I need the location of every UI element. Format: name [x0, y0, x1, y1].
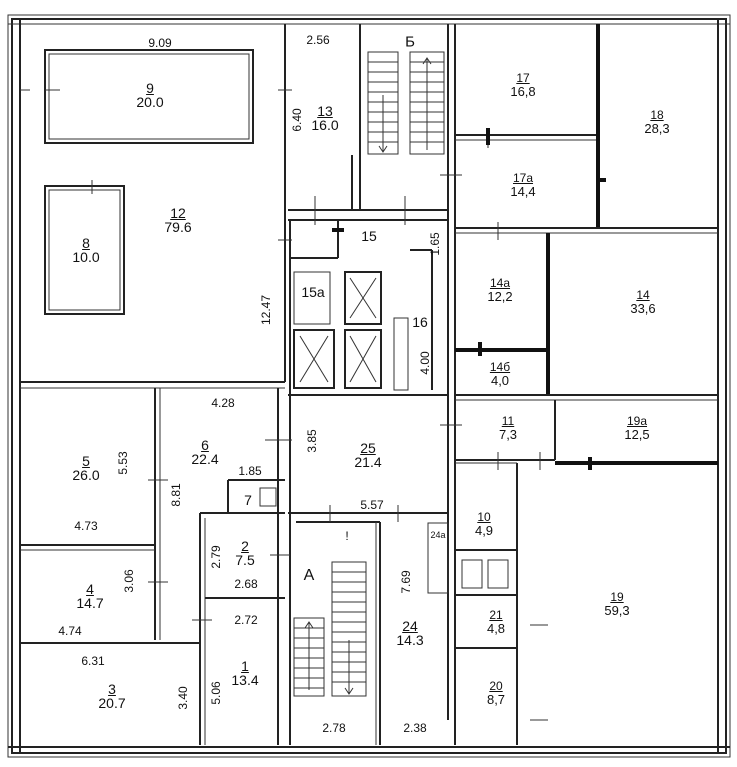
dim-2-68: 2.68 [234, 577, 258, 591]
dim-9-09: 9.09 [148, 36, 172, 50]
dim-4-73: 4.73 [74, 519, 98, 533]
dim-2-72: 2.72 [234, 613, 258, 627]
dim-2-38: 2.38 [403, 721, 427, 735]
dim-2-78: 2.78 [322, 721, 346, 735]
dim-5-57: 5.57 [360, 498, 384, 512]
door-marks [20, 89, 548, 721]
left-lower-walls [20, 387, 285, 745]
dim-1-85: 1.85 [238, 464, 262, 478]
elevator-shafts [293, 271, 409, 391]
room-7-tag: 7 [244, 492, 252, 508]
stair-a [293, 561, 367, 697]
dim-2-56: 2.56 [306, 33, 330, 47]
dim-3-06: 3.06 [122, 569, 136, 593]
dim-3-85: 3.85 [305, 429, 319, 453]
accent-door-marks [332, 128, 606, 470]
dim-5-06: 5.06 [209, 681, 223, 705]
stair-a-tag: А [303, 567, 315, 584]
dim-4-74: 4.74 [58, 624, 82, 638]
dim-6-31: 6.31 [81, 654, 105, 668]
dim-7-69: 7.69 [399, 570, 413, 594]
dim-2-79: 2.79 [209, 545, 223, 569]
dim-1-65: 1.65 [428, 232, 442, 256]
core-walls [288, 24, 456, 745]
dim-5-53: 5.53 [116, 451, 130, 475]
stair-b [367, 51, 445, 155]
dim-6-40: 6.40 [290, 108, 304, 132]
outer-walls [7, 14, 731, 758]
note-mark: ! [345, 529, 349, 543]
room-24a-tag: 24а [430, 530, 446, 540]
dim-4-00: 4.00 [418, 351, 432, 375]
room-15-tag: 15 [361, 228, 377, 244]
stair-b-tag: Б [405, 33, 415, 51]
dim-3-40: 3.40 [176, 686, 190, 710]
dim-4-28: 4.28 [211, 396, 235, 410]
dim-8-81: 8.81 [169, 483, 183, 507]
dim-12-47: 12.47 [259, 294, 273, 326]
room-12-walls [20, 24, 286, 383]
room-15a-tag: 15а [301, 284, 325, 300]
room-16-tag: 16 [412, 314, 428, 330]
